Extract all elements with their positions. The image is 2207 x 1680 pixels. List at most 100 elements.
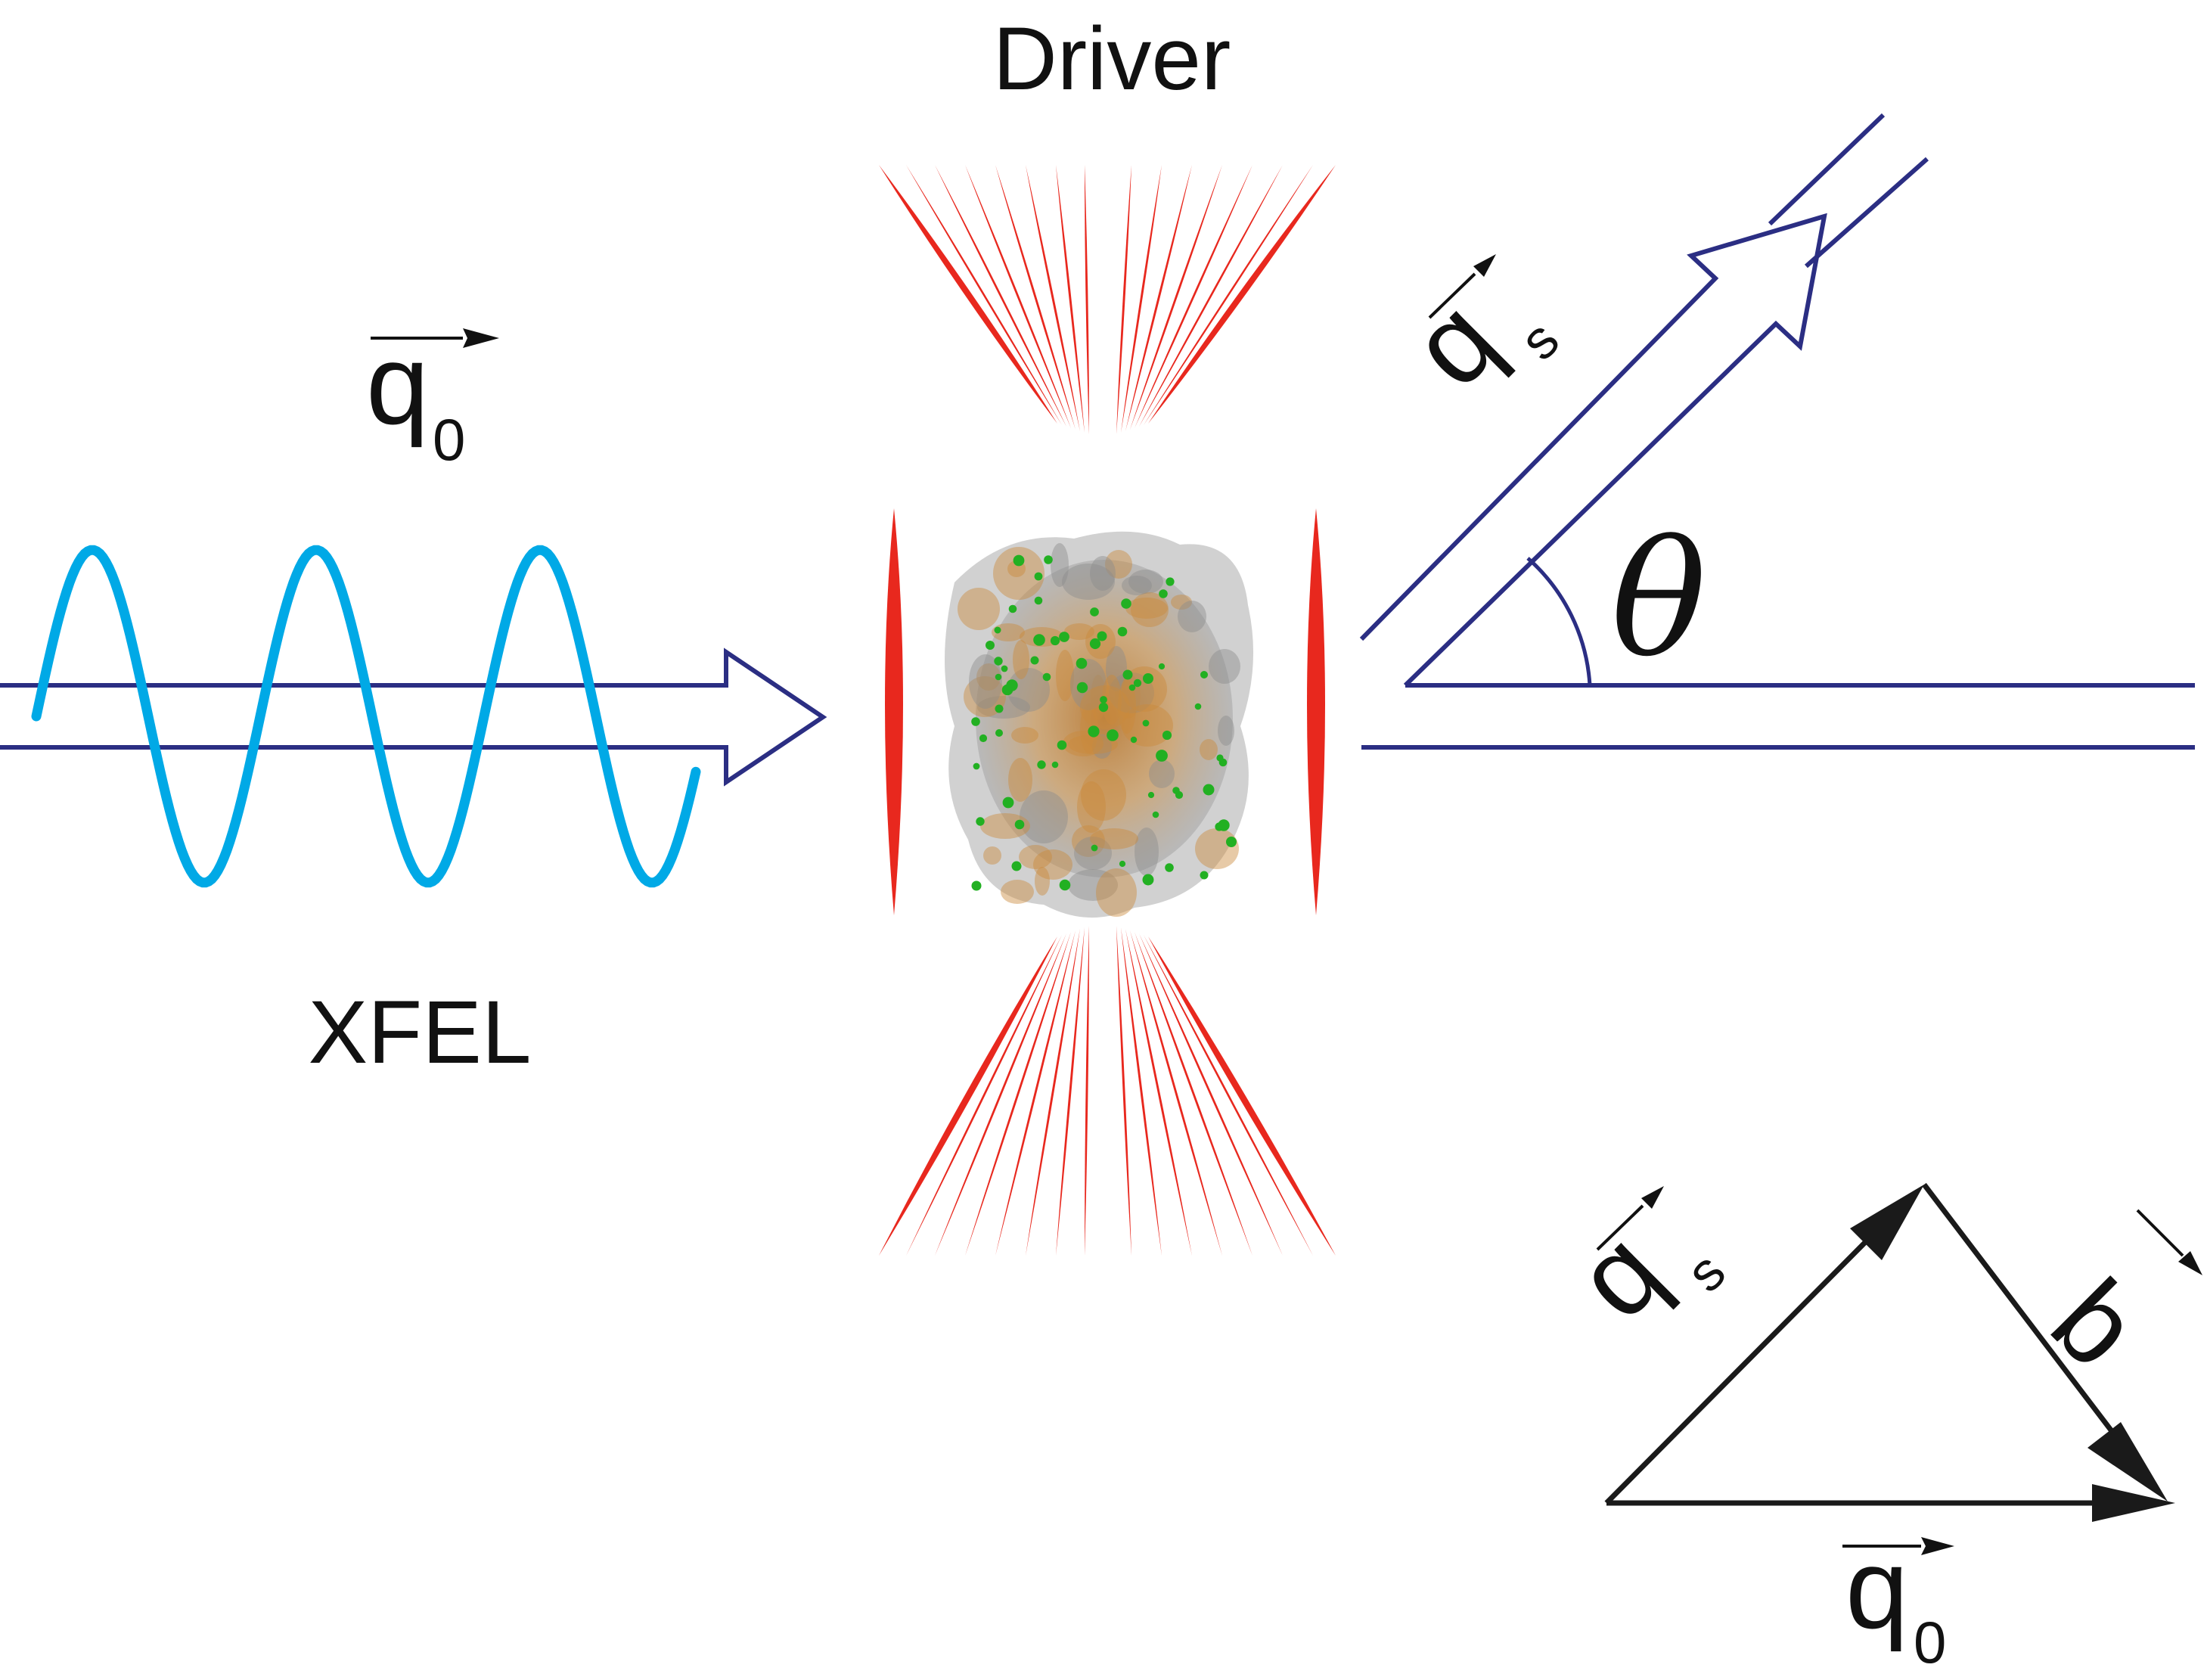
laser-line-top (965, 165, 1071, 428)
sample-blob (1051, 543, 1069, 587)
vector-arrow-icon (2178, 1251, 2202, 1275)
sample-particle (1057, 740, 1067, 750)
laser-line-top (1125, 165, 1192, 431)
sample-blob (1007, 668, 1050, 712)
sample-particle (1226, 837, 1237, 847)
sample-blob (969, 654, 1002, 709)
sample-blob (1200, 739, 1218, 760)
sample-blob (1209, 649, 1240, 684)
sample-particle (1162, 730, 1172, 741)
sample-blob (976, 663, 1001, 691)
sample-particle (1098, 702, 1109, 713)
sample-blob (1102, 675, 1122, 725)
sample-blob (1070, 659, 1107, 710)
sample-blob (1081, 769, 1126, 821)
sample-particle (1002, 797, 1014, 809)
sample-particle (1091, 844, 1098, 852)
laser-line-top (1116, 165, 1131, 434)
sample-particle (1088, 725, 1100, 738)
sample-blob (1149, 759, 1175, 788)
sample-particle (1218, 819, 1230, 831)
laser-line-bottom (965, 932, 1071, 1256)
sample-particle (1133, 679, 1142, 688)
sample-particle (1142, 719, 1150, 727)
laser-line-top (906, 165, 1062, 425)
laser-line-bottom (1135, 932, 1252, 1256)
sample-blob (983, 846, 1001, 865)
laser-line-bottom (879, 936, 1057, 1256)
sample-particle (1014, 819, 1025, 830)
right-lens-icon (1307, 508, 1325, 915)
laser-line-top (995, 165, 1076, 430)
sample-blob (1062, 564, 1115, 600)
sample-blob (1135, 828, 1159, 876)
laser-line-top (1144, 165, 1313, 425)
laser-line-top (1026, 165, 1080, 431)
sample-particle (1130, 736, 1138, 744)
scattered-beam-arrow (1359, 113, 1929, 688)
sample-blob (1218, 716, 1234, 746)
laser-line-bottom (1148, 936, 1336, 1256)
sample-blob (1128, 570, 1163, 594)
sample-particle (994, 657, 1003, 666)
vector-arrow-icon (1921, 1537, 1954, 1555)
sample-particle (1142, 874, 1154, 886)
sample-blob (964, 676, 1006, 717)
sample-particle (1001, 665, 1008, 672)
laser-line-bottom (995, 930, 1076, 1256)
sample-blob (1064, 623, 1094, 640)
sample-particle (1152, 811, 1159, 818)
sample-blob (1090, 828, 1138, 849)
q0-vector-label: q 0 (366, 321, 499, 473)
sample-blob (980, 813, 1030, 839)
laser-line-top (1056, 165, 1085, 433)
qs-vector-label-beam: q s (1387, 254, 1571, 411)
sample-blob (1106, 646, 1127, 691)
sample-particle (1194, 703, 1202, 710)
sample-particle (1166, 577, 1175, 586)
laser-line-bottom (1056, 927, 1085, 1256)
laser-line-top (1121, 165, 1162, 433)
sample-blob (1013, 640, 1029, 679)
sample-particle (1076, 682, 1088, 694)
sample-blob (1001, 880, 1034, 904)
laser-line-bottom (1026, 929, 1080, 1256)
sample-particle (986, 641, 995, 650)
q0-letter-triangle: q (1845, 1525, 1908, 1652)
sample-blob (1011, 727, 1038, 744)
vector-arrow-icon (1473, 254, 1496, 277)
sample-blob (1008, 758, 1032, 802)
triangle-q0-arrowhead (2092, 1484, 2175, 1522)
triangle-qs-edge (1604, 1199, 1908, 1505)
sample-blob (1105, 550, 1132, 579)
sample-particle (1117, 626, 1128, 637)
sample-blob (1068, 734, 1118, 754)
sample-blob (1035, 867, 1050, 896)
sample-particle (979, 734, 988, 743)
sample-blob (1125, 598, 1168, 619)
sample-particle (973, 762, 980, 770)
laser-line-top (879, 165, 1057, 424)
sample-particle (1122, 669, 1133, 680)
sample-particle (994, 626, 1001, 634)
sample-particle (1216, 754, 1224, 762)
laser-line-top (935, 165, 1066, 427)
sample-particle (1042, 672, 1051, 682)
sample-particle (971, 880, 982, 891)
sample-particle-cloud (945, 531, 1254, 918)
triangle-qs-arrowhead (1850, 1185, 1924, 1260)
sample-blob (1122, 666, 1167, 712)
laser-line-bottom (1116, 926, 1131, 1256)
sample-particle (995, 704, 1004, 713)
sample-particle (1203, 784, 1215, 796)
sample-particle (1119, 860, 1126, 868)
sample-blob (1178, 601, 1206, 632)
sample-particle (1158, 663, 1166, 670)
q0-vector-label-triangle: q 0 (1842, 1525, 1954, 1675)
sample-particle (1100, 696, 1107, 703)
sample-blob (1019, 845, 1052, 869)
sample-particle (1147, 791, 1155, 799)
sample-particle (1165, 863, 1174, 872)
vector-arrow-icon (463, 328, 499, 348)
vector-arrow-icon (1641, 1186, 1664, 1209)
